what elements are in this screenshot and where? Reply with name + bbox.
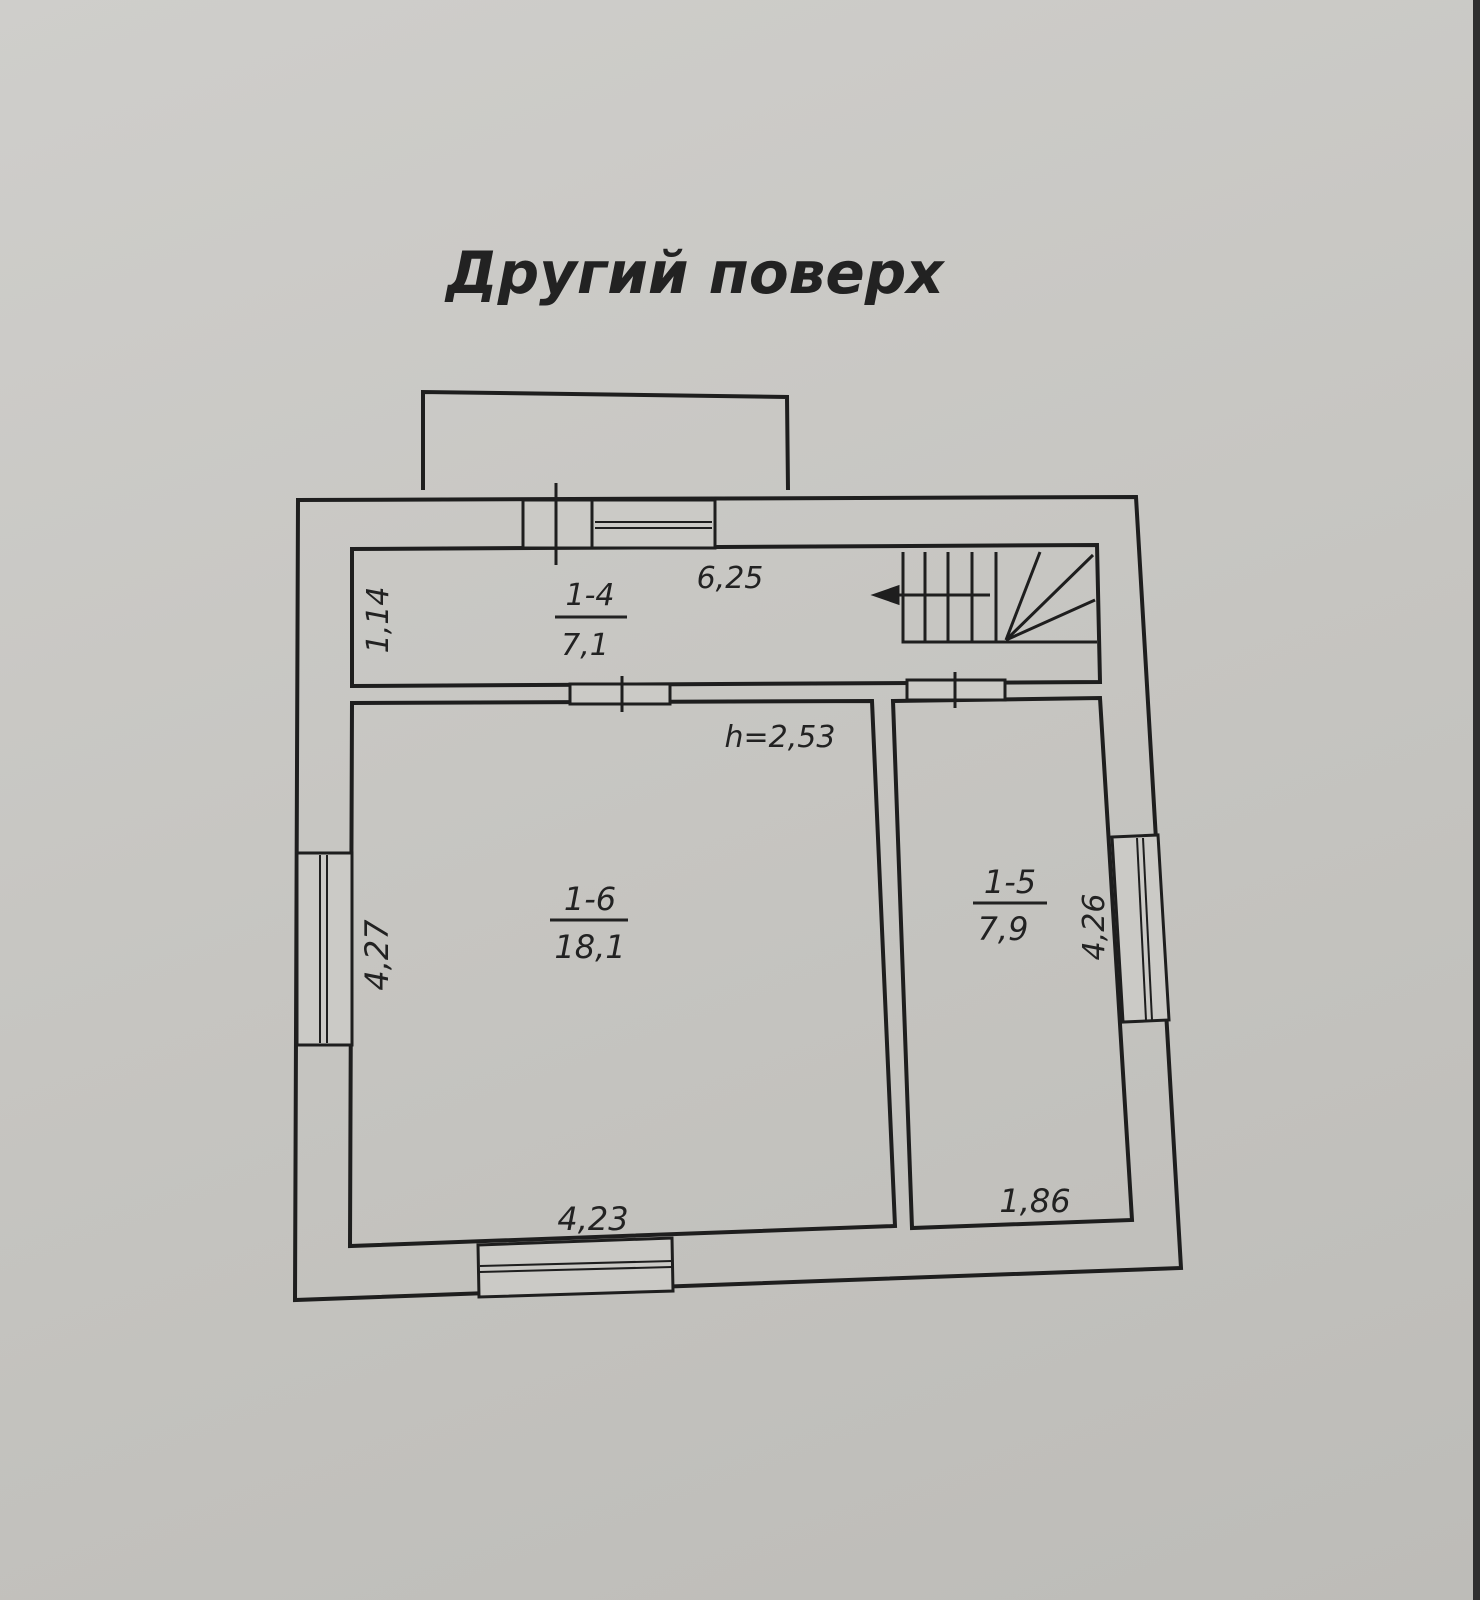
room-1-5-outline — [890, 695, 1135, 1231]
balcony — [421, 389, 790, 491]
staircase — [870, 551, 1097, 644]
screen-edge — [1473, 0, 1480, 1600]
left-window — [295, 851, 354, 1047]
room-1-4-area: 7,1 — [561, 628, 609, 663]
hall-length: 6,25 — [697, 561, 764, 596]
stair-arrow-icon — [870, 584, 900, 606]
room-1-6-height: 4,27 — [358, 919, 396, 991]
room-1-4-outline — [350, 542, 1103, 689]
floor-title: Другий поверх — [444, 239, 945, 307]
bottom-window — [476, 1236, 675, 1299]
room-1-5-width: 1,86 — [999, 1182, 1070, 1220]
room-1-6-area: 18,1 — [554, 928, 625, 966]
room-1-4-number: 1-4 — [566, 578, 615, 613]
outer-wall — [292, 494, 1184, 1303]
ceiling-height: h=2,53 — [725, 720, 836, 755]
room-1-6-outline — [347, 698, 898, 1249]
room-1-5-area: 7,9 — [978, 910, 1029, 948]
top-window — [521, 483, 717, 565]
room-1-5-height: 4,26 — [1077, 894, 1112, 961]
right-window — [1110, 833, 1171, 1024]
interior-doors — [568, 672, 1007, 712]
room-1-6-number: 1-6 — [564, 880, 616, 918]
room-1-6-width: 4,23 — [557, 1200, 628, 1238]
hall-width: 1,14 — [361, 587, 396, 654]
room-1-5-number: 1-5 — [984, 863, 1036, 901]
